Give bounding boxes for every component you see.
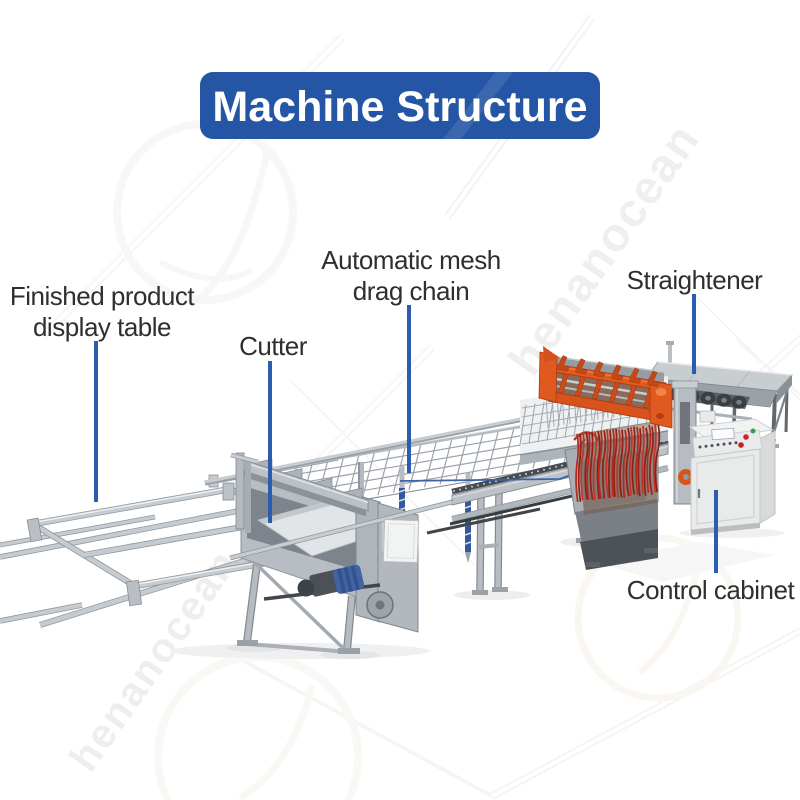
svg-text:henanocean: henanocean <box>497 113 709 384</box>
svg-text:henanocean: henanocean <box>60 541 246 780</box>
